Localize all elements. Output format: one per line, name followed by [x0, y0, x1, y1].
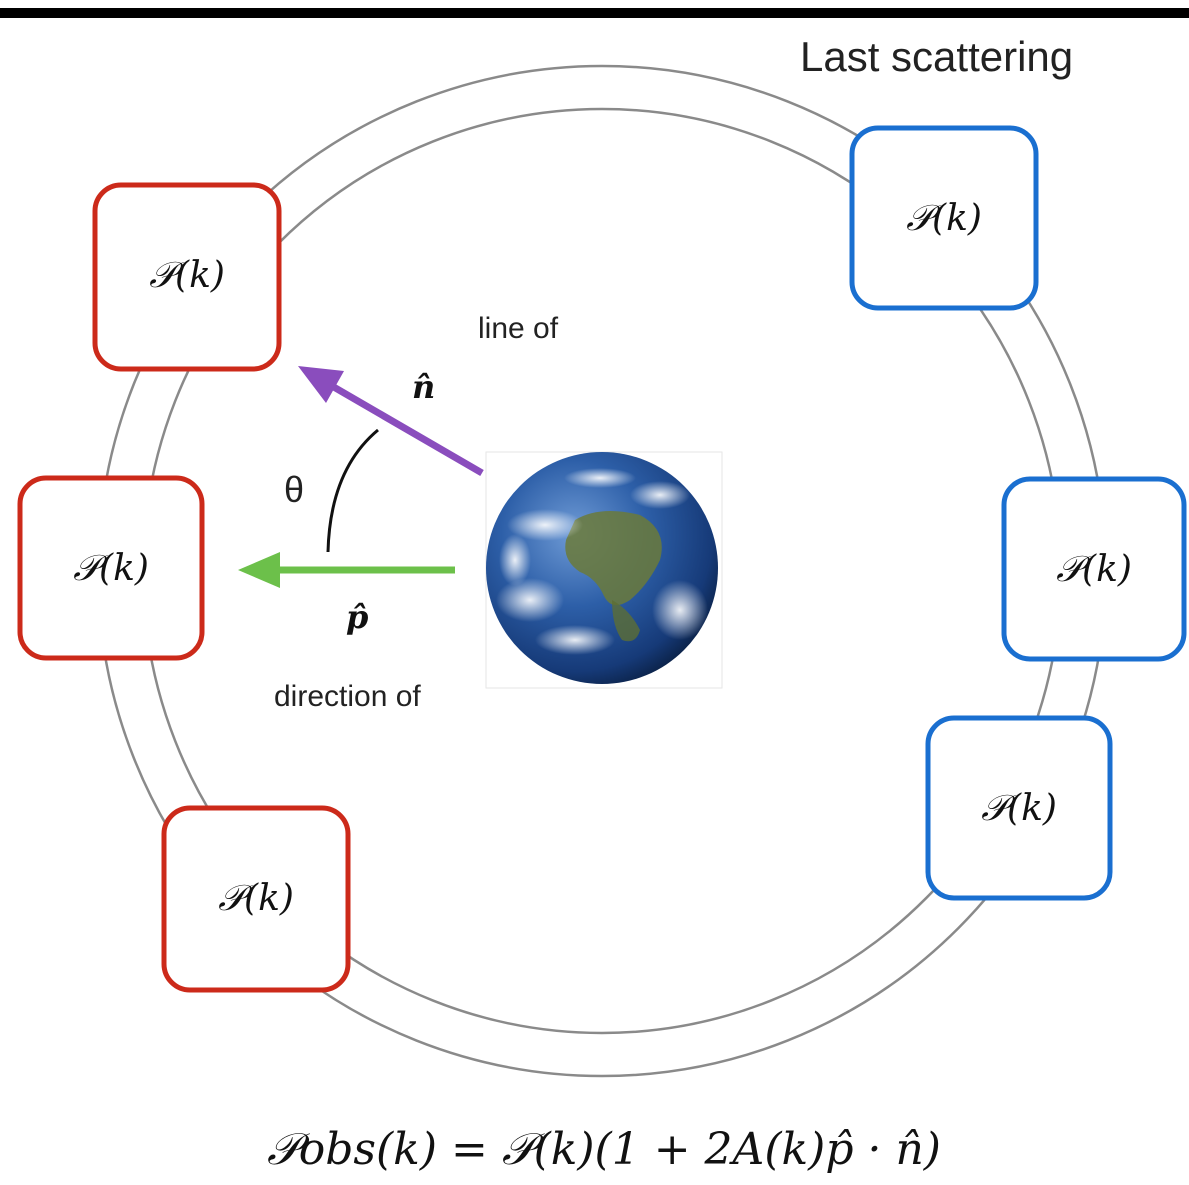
blue-box-top-right: 𝒫(k) [849, 125, 1039, 311]
diagram-title: Last scattering [800, 33, 1073, 80]
p-hat-label: p̂ [346, 598, 368, 636]
n-hat-label: n̂ [412, 368, 435, 406]
box-label: 𝒫(k) [218, 878, 294, 919]
box-label: 𝒫(k) [73, 548, 149, 589]
box-label: 𝒫(k) [1056, 549, 1132, 590]
theta-label: θ [284, 469, 304, 510]
box-label: 𝒫(k) [906, 198, 982, 239]
direction-of-label: direction of [274, 680, 421, 713]
red-box-bottom-left: 𝒫(k) [161, 805, 351, 993]
earth-icon [485, 451, 723, 689]
red-box-top-left: 𝒫(k) [92, 182, 282, 372]
top-border-bar [0, 8, 1189, 18]
blue-box-bottom-right: 𝒫(k) [925, 715, 1113, 901]
blue-box-middle-right: 𝒫(k) [1001, 476, 1187, 662]
box-label: 𝒫(k) [981, 788, 1057, 829]
direction-arrow [238, 552, 455, 588]
angle-arc [326, 428, 379, 553]
box-label: 𝒫(k) [149, 255, 225, 296]
red-box-middle-left: 𝒫(k) [17, 475, 205, 661]
line-of-label: line of [478, 312, 559, 345]
line-of-sight-arrow [298, 366, 484, 477]
equation: 𝒫obs(k) = 𝒫(k)(1 + 2A(k)p̂ · n̂) [267, 1124, 941, 1175]
